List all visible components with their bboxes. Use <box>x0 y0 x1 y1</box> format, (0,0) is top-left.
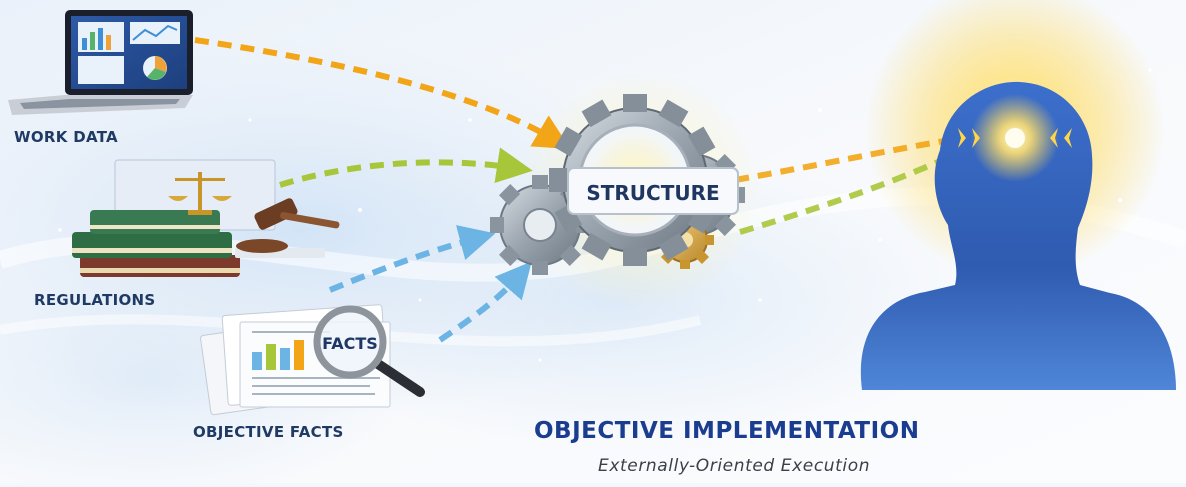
regulations-label: REGULATIONS <box>34 291 156 309</box>
structure-label: STRUCTURE <box>586 181 719 205</box>
gavel-icon <box>236 198 340 253</box>
main-title: OBJECTIVE IMPLEMENTATION <box>534 418 920 444</box>
scales-icon <box>168 172 232 215</box>
human-head-icon <box>860 81 1176 390</box>
magnifier-icon: FACTS <box>313 305 425 397</box>
objective-facts-label: OBJECTIVE FACTS <box>193 423 344 441</box>
gear-icon: STRUCTURE <box>490 94 745 275</box>
facts-label: FACTS <box>322 334 378 353</box>
law-books-icon <box>72 159 325 277</box>
laptop-icon <box>8 10 193 115</box>
subtitle: Externally-Oriented Execution <box>598 456 871 476</box>
work-data-label: WORK DATA <box>14 128 118 146</box>
